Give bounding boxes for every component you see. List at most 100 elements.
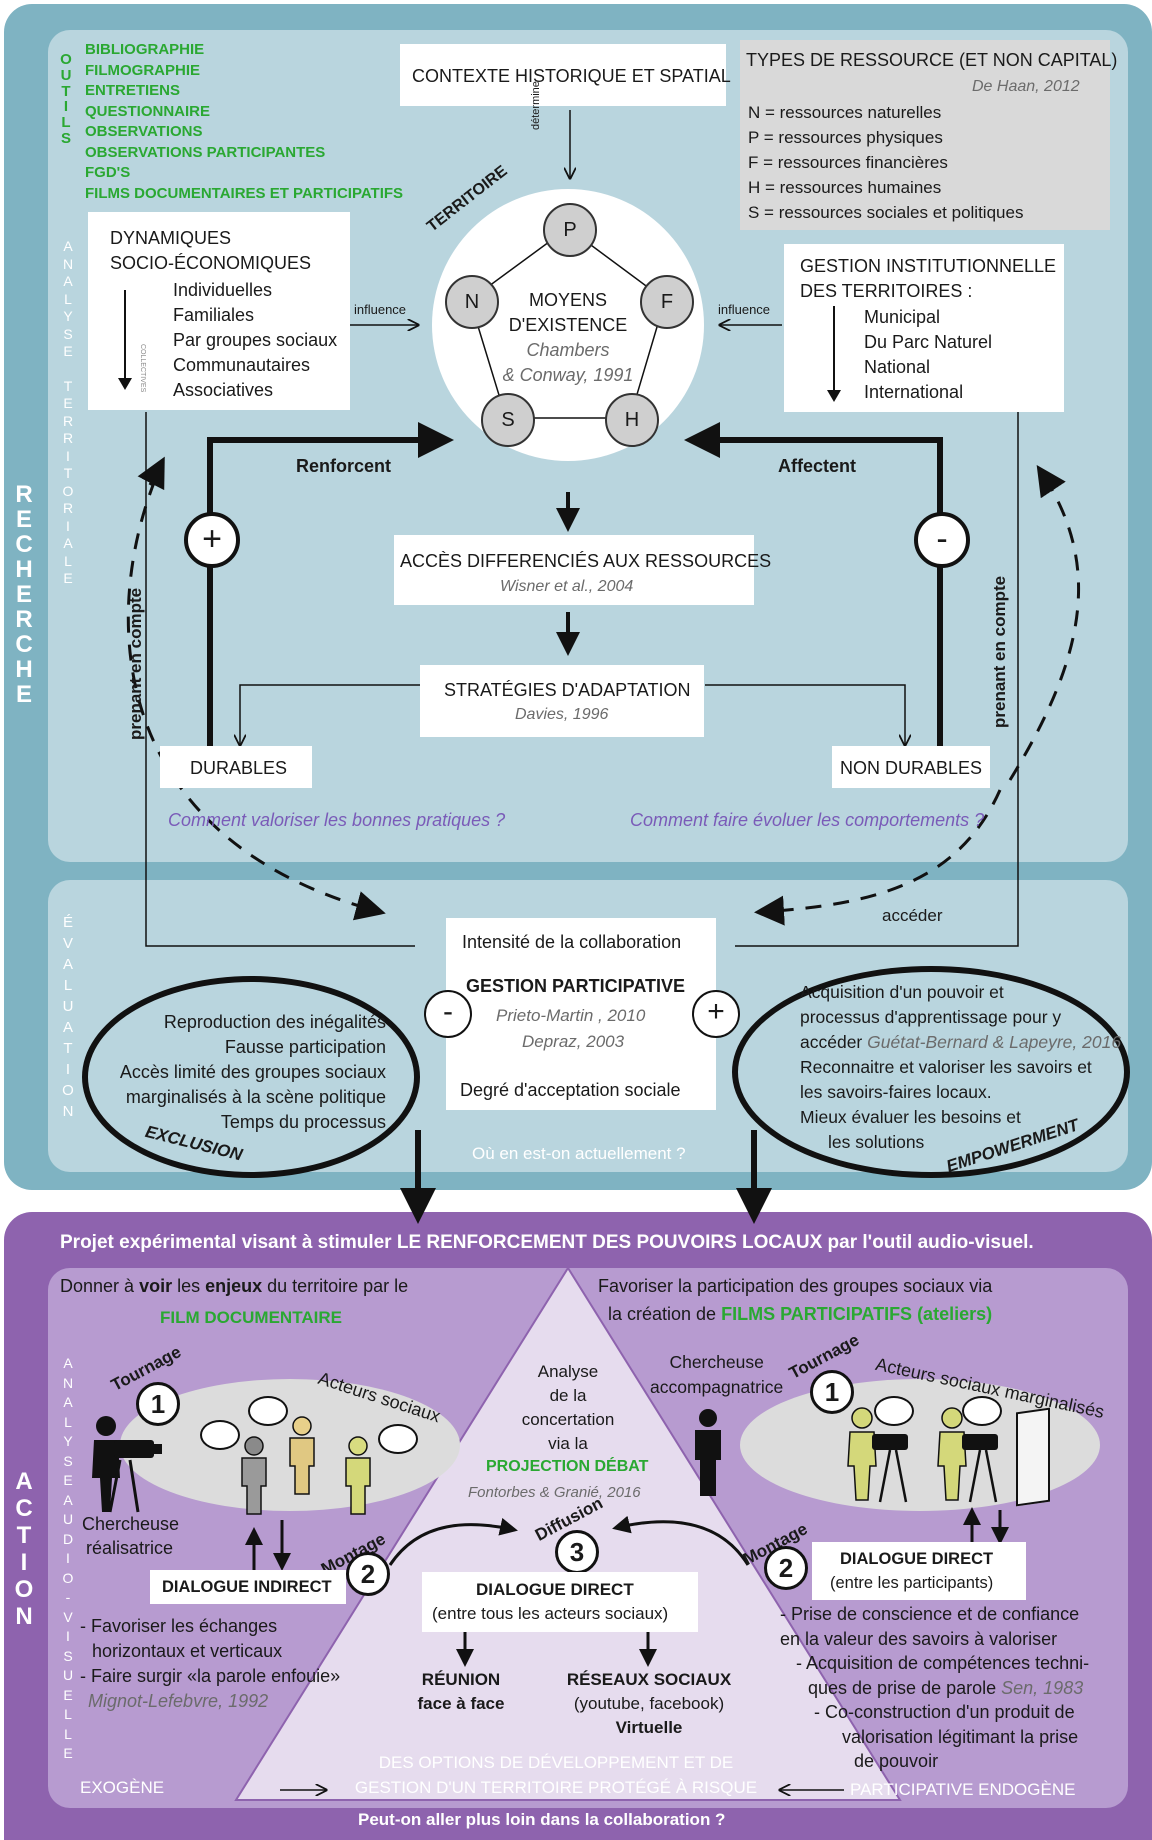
right-bullet: - Prise de conscience et de confiance xyxy=(780,1604,1080,1624)
options-line: DES OPTIONS DE DÉVELOPPEMENT ET DE xyxy=(378,1753,734,1772)
exclusion-ellipse xyxy=(82,976,420,1178)
dynamics-item: Familiales xyxy=(173,305,255,325)
livelihoods-line: MOYENS xyxy=(528,290,607,310)
eval-minus-sign: - xyxy=(424,990,472,1038)
concertation-line: concertation xyxy=(521,1410,615,1429)
speech-bubble-icon xyxy=(378,1424,418,1454)
livelihoods-cite: Chambers xyxy=(526,340,610,360)
reunion-line: face à face xyxy=(417,1694,505,1713)
mirror-icon xyxy=(1016,1407,1050,1507)
non-durables-label: NON DURABLES xyxy=(840,758,983,778)
tool-item: OBSERVATIONS PARTICIPANTES xyxy=(85,143,326,161)
resource-types-list: N = ressources naturelles P = ressources… xyxy=(748,100,1023,225)
dynamics-item: Associatives xyxy=(173,380,274,400)
access-cite: Wisner et al., 2004 xyxy=(500,578,634,595)
left-bullet: - Faire surgir «la parole enfouie» xyxy=(80,1666,341,1686)
durables-box xyxy=(160,746,312,788)
renforcent-label: Renforcent xyxy=(296,456,392,476)
participant-camera-icon xyxy=(840,1404,930,1504)
governance-box xyxy=(784,244,1064,412)
left-bullet: horizontaux et verticaux xyxy=(92,1641,283,1661)
concertation-line: via la xyxy=(548,1434,588,1453)
empowerment-line: Reconnaitre et valoriser les savoirs et xyxy=(800,1057,1092,1077)
eval-plus-sign: + xyxy=(692,990,740,1038)
left-action-intro: Donner à voir les enjeux du territoire p… xyxy=(60,1276,408,1297)
empowerment-line: Mieux évaluer les besoins et xyxy=(800,1107,1021,1127)
question-right: Comment faire évoluer les comportements … xyxy=(630,810,985,830)
participatory-films-label: FILMS PARTICIPATIFS (ateliers) xyxy=(721,1304,993,1324)
governance-list: Municipal Du Parc Naturel National Inter… xyxy=(864,305,992,405)
node-f: F xyxy=(640,275,694,329)
speech-bubble-icon xyxy=(248,1396,288,1426)
livelihoods-cite: & Conway, 1991 xyxy=(502,365,634,385)
reseaux-line: RÉSEAUX SOCIAUX xyxy=(566,1670,732,1689)
projection-debat-label: PROJECTION DÉBAT xyxy=(486,1458,649,1475)
exclusion-list: Reproduction des inégalités Fausse parti… xyxy=(96,1010,386,1135)
governance-item: Municipal xyxy=(864,307,941,327)
prenant-left-label: prenant en compte xyxy=(126,587,145,740)
concertation-line: Analyse xyxy=(537,1362,599,1381)
left-bullet: - Favoriser les échanges xyxy=(80,1616,278,1636)
access-box xyxy=(394,535,754,605)
researcher-icon xyxy=(690,1408,726,1498)
dynamics-side-label: COLLECTIVES xyxy=(139,344,146,393)
node-s: S xyxy=(481,393,535,447)
indirect-dialogue-label: DIALOGUE INDIRECT xyxy=(162,1578,332,1596)
dynamics-arrow xyxy=(124,290,126,380)
access-title: ACCÈS DIFFERENCIÉS AUX RESSOURCES xyxy=(400,551,772,571)
direct-dialogue-title: DIALOGUE DIRECT xyxy=(476,1580,634,1599)
dynamics-list: Individuelles Familiales Par groupes soc… xyxy=(173,278,337,403)
reseaux-line: (youtube, facebook) xyxy=(573,1694,725,1713)
participatory-cite-1: Prieto-Martin , 2010 xyxy=(496,1006,646,1025)
center-step-3: 3 xyxy=(555,1530,599,1574)
tools-list: BIBLIOGRAPHIE FILMOGRAPHIE ENTRETIENS QU… xyxy=(85,40,403,204)
dynamics-item: Par groupes sociaux xyxy=(173,330,338,350)
context-box xyxy=(400,44,726,106)
participatory-cite-2: Depraz, 2003 xyxy=(522,1032,625,1051)
dynamics-title-2: SOCIO-ÉCONOMIQUES xyxy=(110,253,312,273)
exclusion-item: Reproduction des inégalités xyxy=(163,1012,386,1032)
question-left: Comment valoriser les bonnes pratiques ? xyxy=(168,810,506,830)
empowerment-line: les solutions xyxy=(828,1132,925,1152)
empowerment-line: Acquisition d'un pouvoir et xyxy=(800,982,1004,1002)
chercheuse-line: accompagnatrice xyxy=(650,1377,784,1397)
social-acceptance: Degré d'acceptation sociale xyxy=(460,1080,681,1100)
exogene-label: EXOGÈNE xyxy=(80,1778,165,1797)
right-bullet: valorisation légitimant la prise xyxy=(842,1726,1079,1747)
camera-operator-icon xyxy=(80,1410,170,1515)
governance-arrowhead xyxy=(827,390,841,402)
indirect-dialogue-box xyxy=(150,1570,346,1604)
social-actor-icon xyxy=(338,1436,378,1516)
right-bullet: ques de prise de parole Sen, 1983 xyxy=(780,1676,1089,1701)
concertation-analysis: Analyse de la concertation via la xyxy=(488,1360,648,1456)
reseaux-label: RÉSEAUX SOCIAUX (youtube, facebook) Virt… xyxy=(556,1668,742,1740)
projection-debat-cite: Fontorbes & Granié, 2016 xyxy=(468,1484,641,1501)
endogene-label: PARTICIPATIVE ENDOGÈNE xyxy=(850,1780,1076,1799)
collab-intensity: Intensité de la collaboration xyxy=(462,932,682,952)
resource-types-title: TYPES DE RESSOURCE (ET NON CAPITAL) xyxy=(746,50,1118,70)
durables-label: DURABLES xyxy=(190,758,288,778)
dynamics-arrowhead xyxy=(118,378,132,390)
empowerment-line: processus d'apprentissage pour y xyxy=(800,1007,1062,1027)
right-step-2: 2 xyxy=(764,1546,808,1590)
right-bullet: - Co-construction d'un produit de xyxy=(814,1702,1075,1722)
resource-type-item: N = ressources naturelles xyxy=(748,103,942,122)
governance-title-2: DES TERRITOIRES : xyxy=(800,281,973,301)
empowerment-line: accéder xyxy=(800,1032,863,1052)
social-actor-icon xyxy=(282,1416,322,1496)
influence-left-label: influence xyxy=(354,302,407,317)
right-cite: Sen, 1983 xyxy=(1001,1677,1084,1698)
strategies-title: STRATÉGIES D'ADAPTATION xyxy=(444,680,691,700)
tool-item: OBSERVATIONS xyxy=(85,123,203,140)
node-h: H xyxy=(605,393,659,447)
right-bullet: de pouvoir xyxy=(854,1751,939,1771)
participant-camera-icon xyxy=(930,1404,1020,1504)
livelihoods-label: MOYENS D'EXISTENCE Chambers & Conway, 19… xyxy=(488,288,648,388)
right-bullet: ques de prise de parole xyxy=(808,1677,1002,1698)
development-options: DES OPTIONS DE DÉVELOPPEMENT ET DE GESTI… xyxy=(326,1750,786,1800)
speech-bubble-icon xyxy=(962,1396,1002,1426)
exclusion-item: Fausse participation xyxy=(224,1037,386,1057)
dynamics-title-1: DYNAMIQUES xyxy=(110,228,232,248)
